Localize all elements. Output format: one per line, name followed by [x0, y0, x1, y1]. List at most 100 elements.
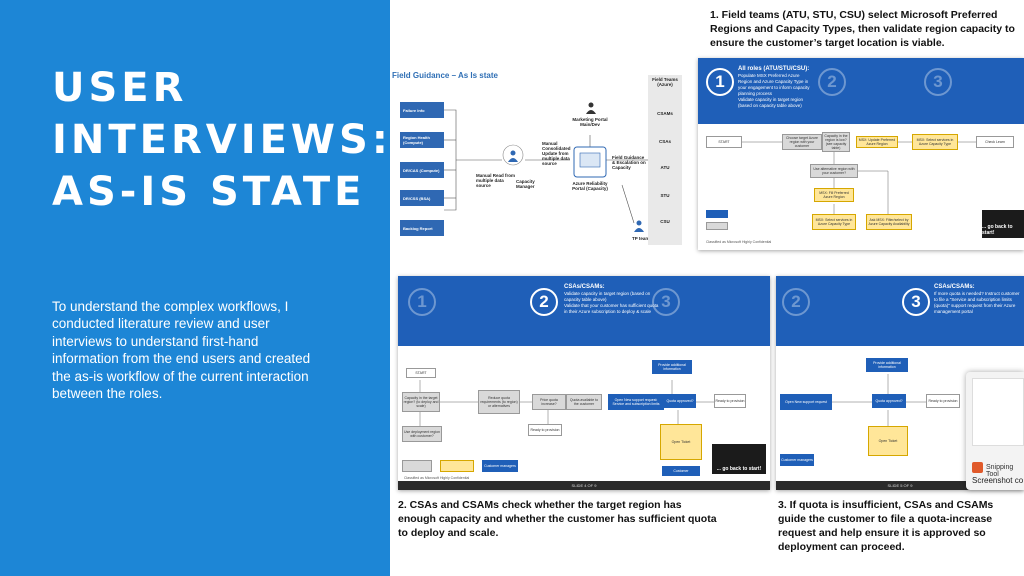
source-box: Backlog Report	[400, 220, 444, 236]
back-to-start-label: ... go back to start!	[716, 466, 762, 472]
slide-banner	[776, 276, 1024, 346]
manual-read-label: Manual Read from multiple data source	[476, 173, 516, 188]
capacity-manager-label: Capacity Manager	[516, 179, 535, 189]
slide-step-1: 1 All roles (ATU/STU/CSU): Populate MSX …	[698, 58, 1024, 250]
flow-box: Provide additional information	[866, 358, 908, 372]
step-number: 1	[408, 288, 436, 316]
caption-step-1: 1. Field teams (ATU, STU, CSU) select Mi…	[710, 9, 1015, 49]
slide-step-2: 1 2 CSAs/CSAMs: Validate capacity in tar…	[398, 276, 770, 490]
flow-box: Capacity in the target region? (to deplo…	[402, 392, 440, 412]
legend-box	[402, 460, 432, 472]
snipping-tool-icon	[972, 462, 983, 473]
flow-box: START	[706, 136, 742, 148]
legend-box	[706, 222, 728, 230]
marketing-portal-label: Marketing Portal Main/Dev	[572, 117, 608, 127]
banner-bullet: Validate capacity in target region (base…	[564, 291, 651, 302]
flow-box: Open New support request: Service and su…	[608, 394, 664, 410]
title-line: AS-IS STATE	[52, 169, 366, 215]
role-label: ATU	[660, 165, 670, 170]
banner-heading: CSAs/CSAMs:	[934, 284, 975, 290]
step-number: 3	[652, 288, 680, 316]
role-label: CSU	[660, 219, 670, 224]
banner-bullet: Validate capacity in target region (base…	[738, 97, 803, 108]
step-number: 2	[530, 288, 558, 316]
slide-banner	[698, 58, 1024, 124]
flow-box: Ready to provision	[528, 424, 562, 436]
caption-step-2: 2. CSAs and CSAMs check whether the targ…	[398, 499, 717, 539]
manual-update-label: Manual Consolidated Update from multiple…	[542, 141, 571, 166]
banner-bullet: If more quota is needed? Instruct custom…	[934, 291, 1020, 314]
flow-box: Quota approved?	[872, 394, 906, 408]
slide-toolbar[interactable]: SLIDE 5 OF 9	[776, 481, 1024, 490]
field-teams-label: Field Teams (Azure)	[652, 77, 678, 87]
slide-banner	[398, 276, 770, 346]
flow-box: Choose target Azure region with your cus…	[782, 134, 822, 150]
banner-heading: CSAs/CSAMs:	[564, 284, 605, 290]
banner-bullet: Populate MSX Preferred Azure Region and …	[738, 73, 810, 96]
snipping-tool-notification[interactable]: Snipping Tool Screenshot co	[966, 372, 1024, 490]
title-line: INTERVIEWS:	[52, 117, 392, 163]
flow-connectors	[742, 141, 978, 214]
flow-box: Ready to provision	[926, 394, 960, 408]
step-number: 3	[924, 68, 952, 96]
asis-title: Field Guidance – As Is state	[392, 71, 498, 80]
flow-box: MSX: Update Preferred Azure Region	[856, 136, 898, 148]
left-panel: USER INTERVIEWS: AS-IS STATE To understa…	[0, 0, 390, 576]
field-teams-column	[648, 75, 682, 245]
flow-box: Customer managers	[780, 454, 814, 466]
legend-box	[706, 210, 728, 218]
flow-box: Open Ticket	[660, 424, 702, 460]
back-to-start-thumbnail[interactable]: ... go back to start!	[712, 444, 766, 474]
flow-box: Open Ticket	[868, 426, 908, 456]
description-text: To understand the complex workflows, I c…	[52, 299, 311, 402]
slide-footer: Classified as Microsoft Highly Confident…	[706, 240, 772, 244]
tp-teams-icon	[634, 219, 644, 232]
source-box: DR/CSS (BSA)	[400, 190, 444, 206]
source-box: Region Health (Compute)	[400, 132, 444, 148]
flow-box: Customer	[662, 466, 700, 476]
source-box: DR/CAS (Compute)	[400, 162, 444, 178]
marketing-icon	[586, 101, 596, 114]
banner-text: CSAs/CSAMs: If more quota is needed? Ins…	[934, 284, 1022, 315]
flow-box: MSX: Fill Preferred Azure Region	[814, 188, 854, 202]
flow-box: Provide additional information	[652, 360, 692, 374]
step-number: 1	[706, 68, 734, 96]
flow-box: MSX: Select services in Azure Capacity T…	[912, 134, 958, 150]
snipping-tool-subtitle: Screenshot co	[972, 476, 1024, 485]
asis-connectors	[444, 109, 652, 224]
flow-box: Ready to provision	[714, 394, 746, 408]
flow-box: Price quota increase?	[532, 394, 566, 410]
flow-box: Quota approved?	[664, 394, 696, 408]
role-label: CSAs	[658, 139, 671, 144]
screenshot-thumbnail[interactable]	[972, 378, 1024, 446]
asis-diagram-slide: Field Guidance – As Is state Failure Inf…	[390, 55, 708, 260]
step-number: 2	[782, 288, 810, 316]
flow-box: Reduce quota requirements (to region) or…	[478, 390, 520, 414]
flow-box: Open New support request	[780, 394, 832, 410]
page-title: USER INTERVIEWS: AS-IS STATE	[52, 62, 392, 218]
step-number: 2	[818, 68, 846, 96]
flow-box: Customer managers	[482, 460, 518, 472]
flow-box: Quota available to the customer	[566, 394, 602, 410]
back-to-start-thumbnail[interactable]: ... go back to start!	[982, 210, 1024, 238]
slide-footer: Classified as Microsoft Highly Confident…	[404, 476, 470, 480]
flow-connectors	[832, 374, 926, 426]
flow-box: Capacity in the region is low? (see capa…	[822, 132, 850, 152]
field-guidance-label: Field Guidance & Escalation on Capacity	[612, 155, 646, 170]
step-number: 3	[902, 288, 930, 316]
back-to-start-label: ... go back to start!	[982, 224, 1013, 236]
banner-bullet: Validate that your customer has sufficie…	[564, 303, 659, 314]
azure-portal-label: Azure Reliability Portal (Capacity)	[572, 181, 608, 191]
flow-box: Ask MSX: Filter/select by Azure Capacity…	[866, 214, 912, 230]
tp-teams-label: TP teams	[632, 236, 652, 241]
flow-box: Check Learn	[976, 136, 1014, 148]
banner-text: All roles (ATU/STU/CSU): Populate MSX Pr…	[738, 66, 814, 109]
slide-toolbar[interactable]: SLIDE 4 OF 9	[398, 481, 770, 490]
flow-box: START	[406, 368, 436, 378]
title-line: USER	[52, 65, 188, 111]
role-label: STU	[660, 193, 670, 198]
caption-step-3: 3. If quota is insufficient, CSAs and CS…	[778, 499, 994, 553]
flow-box: MSX: Select services in Azure Capacity T…	[812, 214, 856, 230]
source-box: Failure Info	[400, 102, 444, 118]
snipping-tool-label: Snipping Tool	[986, 464, 1014, 478]
